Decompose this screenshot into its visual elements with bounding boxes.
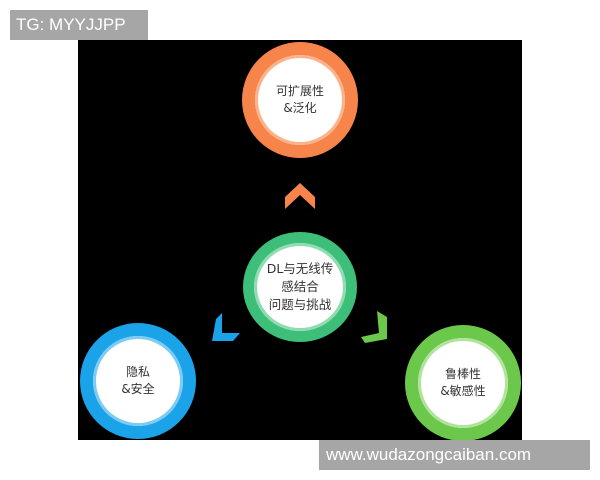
node-privacy-label: 隐私 &安全 [121, 365, 155, 396]
node-scalability: 可扩展性 &泛化 [242, 42, 358, 158]
node-privacy: 隐私 &安全 [80, 323, 196, 439]
node-scalability-label: 可扩展性 &泛化 [275, 84, 324, 115]
watermark-bottom: www.wudazongcaiban.com [319, 440, 590, 470]
arrow-up-icon [285, 183, 315, 209]
node-center: DL与无线传 感结合 问题与挑战 [243, 232, 357, 342]
watermark-top-text: TG: MYYJJPP [16, 15, 126, 34]
node-robustness: 鲁棒性 &敏感性 [405, 325, 521, 441]
arrow-down-right-icon [361, 311, 387, 343]
node-robustness-label: 鲁棒性 &敏感性 [440, 367, 486, 398]
watermark-bottom-text: www.wudazongcaiban.com [326, 445, 532, 464]
watermark-top: TG: MYYJJPP [10, 10, 148, 40]
arrow-down-left-icon [212, 313, 240, 341]
node-center-label: DL与无线传 感结合 问题与挑战 [266, 261, 334, 312]
